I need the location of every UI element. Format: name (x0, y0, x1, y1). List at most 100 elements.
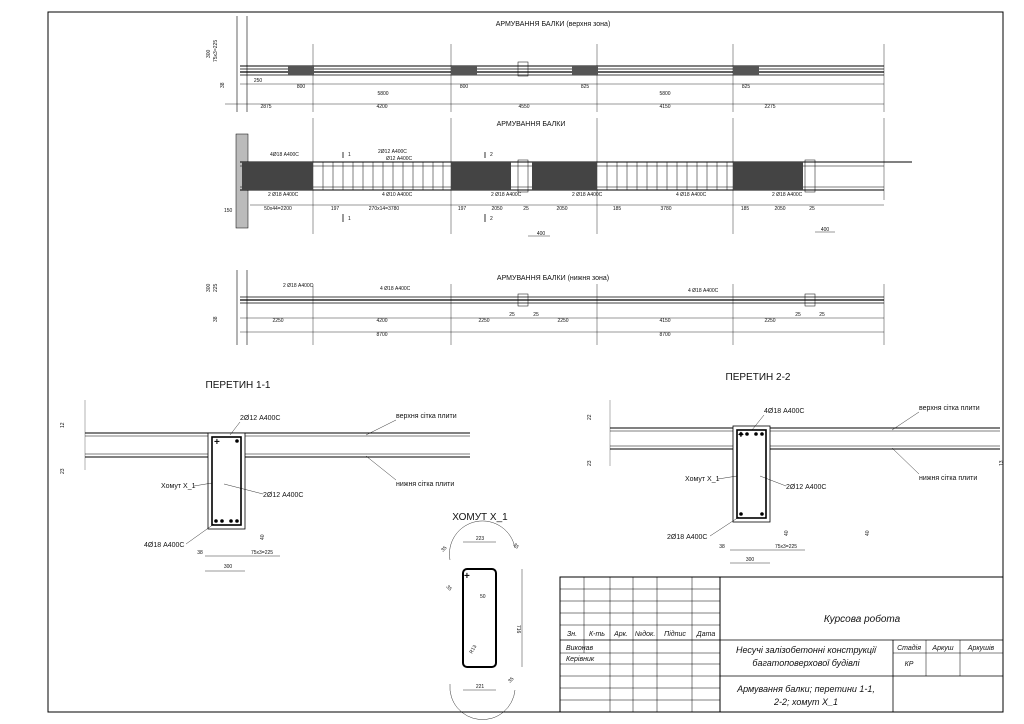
drawing-label: №док. (635, 630, 656, 638)
drawing-label: 2 Ø18 А400С (572, 192, 603, 198)
drawing-label: 2250 (478, 318, 489, 324)
drawing-label: 8700 (659, 332, 670, 338)
drawing-label: 825 (742, 84, 751, 90)
drawing-label: 2Ø12 А400С (240, 415, 280, 422)
drawing-label: 4Ø18 А400С (270, 152, 299, 158)
drawing-label: 2 Ø18 А400С (772, 192, 803, 198)
drawing-label: 197 (331, 206, 340, 212)
drawing-label: 2Ø12 А400С (263, 492, 303, 499)
drawing-label: КР (905, 661, 914, 668)
drawing-label: 2Ø12 А400С (378, 149, 407, 155)
drawing-label: Ø12 А400С (386, 156, 413, 162)
drawing-label: верхня сітка плити (396, 412, 457, 420)
beam-full-title: АРМУВАННЯ БАЛКИ (497, 121, 566, 128)
drawing-label: 22 (587, 414, 593, 420)
drawing-label: 1 (348, 152, 351, 158)
drawing-label: 75х3=225 (251, 550, 273, 556)
drawing-label: 225 (213, 283, 219, 292)
drawing-label: 2-2; хомут Х_1 (773, 697, 838, 707)
drawing-label: 4150 (659, 318, 670, 324)
drawing-label: 300 (206, 49, 212, 58)
drawing-label: Армування балки; перетини 1-1, (736, 684, 875, 694)
drawing-label: 4200 (376, 318, 387, 324)
drawing-label: R13 (469, 644, 479, 655)
drawing-label: 185 (613, 206, 622, 212)
drawing-label: 197 (458, 206, 467, 212)
drawing-label: 1 (348, 216, 351, 222)
title-block (559, 576, 1004, 713)
drawing-label: 25 (509, 312, 515, 318)
drawing-label: 4 Ø18 А400С (676, 192, 707, 198)
drawing-label: 25 (809, 206, 815, 212)
drawing-label: 4 Ø10 А400С (382, 192, 413, 198)
stirrup-title: ХОМУТ Х_1 (452, 512, 508, 523)
drawing-label: 400 (821, 227, 830, 233)
drawing-label: + (464, 571, 470, 582)
drawing-label: 2050 (774, 206, 785, 212)
drawing-label: 2250 (272, 318, 283, 324)
drawing-label: 223 (476, 536, 485, 542)
drawing-label: 25 (795, 312, 801, 318)
drawing-label: нижня сітка плити (919, 474, 977, 482)
drawing-label: 300 (224, 564, 233, 570)
drawing-label: 13 (999, 460, 1005, 466)
drawing-label: Хомут Х_1 (685, 476, 720, 483)
drawing-label: Аркуш (931, 645, 953, 652)
drawing-label: 2 Ø18 А400С (268, 192, 299, 198)
drawing-label: 800 (460, 84, 469, 90)
drawing-label: 40 (260, 534, 266, 540)
drawing-label: 38 (719, 544, 725, 550)
drawing-label: 40 (865, 530, 871, 536)
beam-full: АРМУВАННЯ БАЛКИ (224, 118, 912, 237)
drawing-label: нижня сітка плити (396, 480, 454, 488)
drawing-label: 25 (533, 312, 539, 318)
drawing-label: 221 (476, 684, 485, 690)
drawing-label: 35 (445, 584, 453, 592)
drawing-label: Стадія (897, 644, 921, 652)
drawing-label: 38 (197, 550, 203, 556)
drawing-label: 4550 (518, 104, 529, 110)
drawing-label: 4200 (376, 104, 387, 110)
beam-bottom-zone: АРМУВАННЯ БАЛКИ (нижня зона) 300 225 38 … (206, 270, 885, 345)
drawing-label: 4Ø18 А400С (144, 542, 184, 549)
drawing-label: 2 Ø18 А400С (283, 283, 314, 289)
drawing-label: 2875 (260, 104, 271, 110)
drawing-label: 2Ø18 А400С (667, 534, 707, 541)
drawing-label: 2275 (764, 104, 775, 110)
drawing-label: 2250 (557, 318, 568, 324)
drawing-label: 23 (587, 460, 593, 466)
drawing-label: 4150 (659, 104, 670, 110)
drawing-label: 50 (480, 594, 486, 600)
drawing-label: 4 Ø18 А400С (688, 288, 719, 294)
drawing-label: 40 (784, 530, 790, 536)
title-block-text: Зн. К-ть Арк. №док. Підпис Дата Виконав … (566, 613, 995, 707)
drawing-label: 2 Ø18 А400С (491, 192, 522, 198)
drawing-label: 800 (297, 84, 306, 90)
drawing-label: 300 (746, 557, 755, 563)
drawing-label: 150 (224, 208, 233, 214)
drawing-label: багатоповерхової будівлі (752, 658, 860, 668)
drawing-label: 3780 (660, 206, 671, 212)
drawing-label: 825 (581, 84, 590, 90)
drawing-label: Хомут Х_1 (161, 483, 196, 490)
drawing-label: 2Ø12 А400С (786, 484, 826, 491)
drawing-label: Підпис (664, 630, 686, 638)
drawing-label: 400 (537, 231, 546, 237)
drawing-label: Керівник (566, 655, 595, 663)
drawing-label: Зн. (567, 631, 577, 638)
section-2-2: ПЕРЕТИН 2-2 + 22 23 13 4Ø18 А400С верхня… (587, 372, 1005, 564)
drawing-label: Дата (696, 631, 716, 638)
drawing-label: К-ть (589, 631, 605, 638)
drawing-label: Виконав (566, 645, 594, 652)
beam-top-zone: АРМУВАННЯ БАЛКИ (верхня зона) 300 75х3=2… (206, 16, 885, 112)
drawing-label: 2 (490, 152, 493, 158)
drawing-label: 5800 (377, 91, 388, 97)
beam-top-title: АРМУВАННЯ БАЛКИ (верхня зона) (496, 21, 611, 28)
drawing-label: 185 (741, 206, 750, 212)
drawing-label: 35 (512, 542, 520, 550)
drawing-label: 2250 (764, 318, 775, 324)
drawing-label: 38 (220, 82, 226, 88)
drawing-label: 270х14=3780 (369, 206, 400, 212)
drawing-label: 25 (819, 312, 825, 318)
